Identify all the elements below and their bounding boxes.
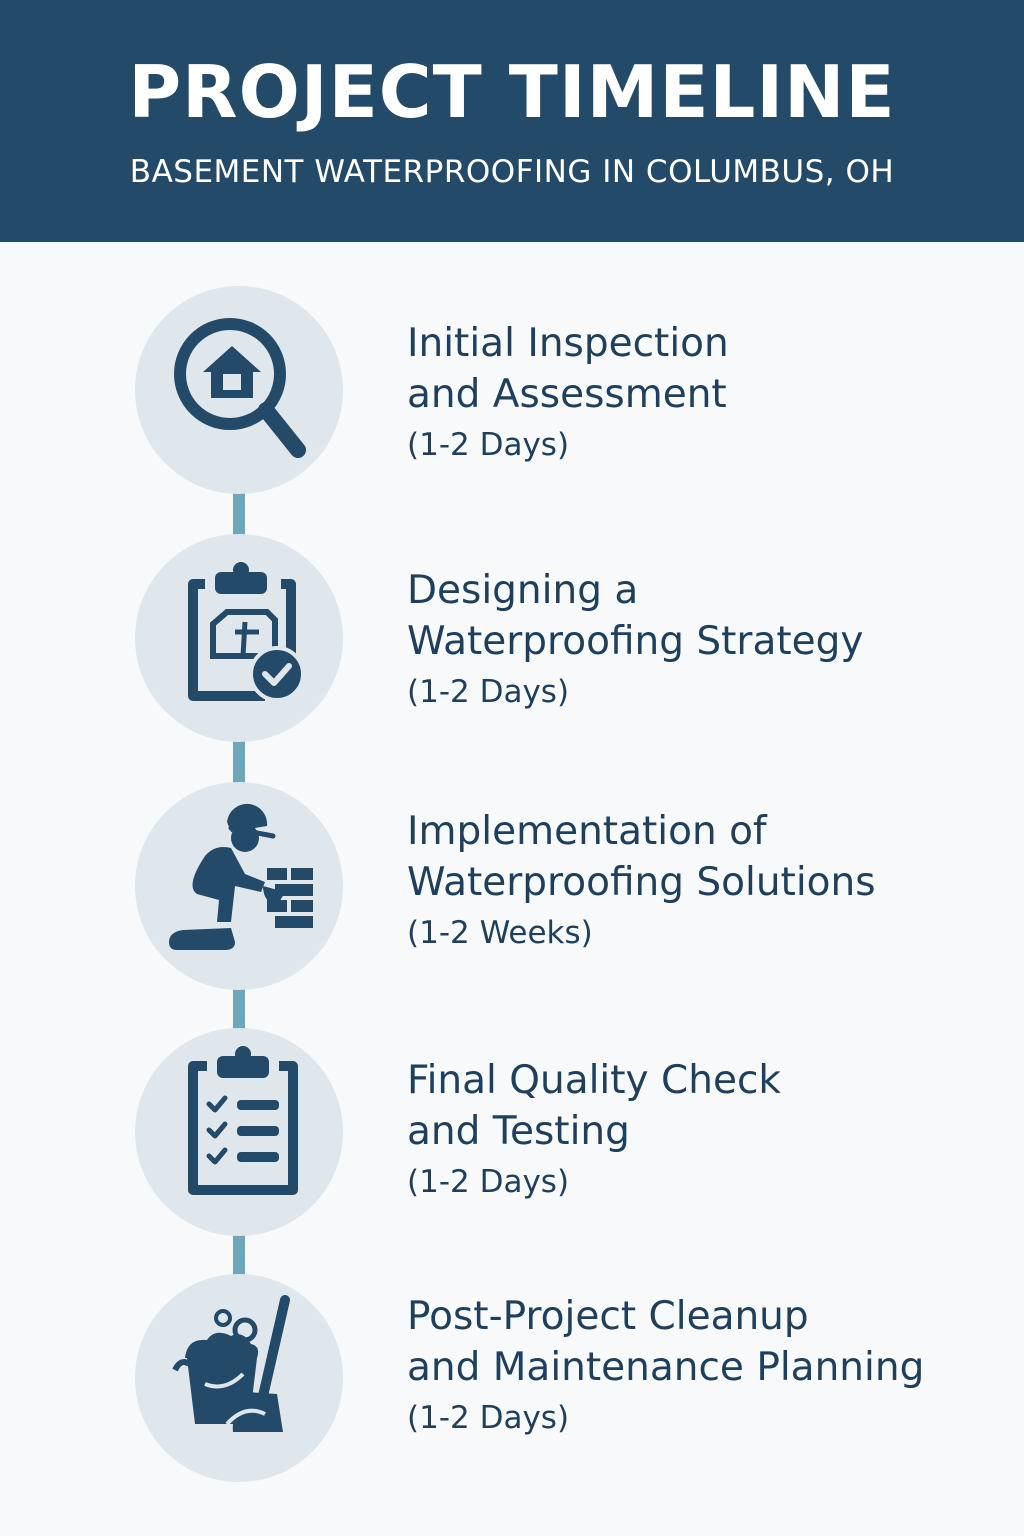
step-title: Initial Inspection and Assessment	[407, 321, 729, 417]
timeline-connector	[233, 986, 245, 1030]
step-title: Implementation of Waterproofing Solution…	[407, 809, 876, 905]
step-1-icon-circle	[135, 286, 343, 494]
step-duration: (1-2 Days)	[407, 427, 570, 463]
step-duration: (1-2 Days)	[407, 1400, 570, 1436]
header-banner: PROJECT TIMELINE BASEMENT WATERPROOFING …	[0, 0, 1024, 242]
step-3-icon-circle	[135, 782, 343, 990]
worker-bricks-icon	[169, 803, 313, 950]
step-2-icon-circle	[135, 534, 343, 742]
clipboard-blueprint-check-icon	[188, 562, 305, 702]
page-subtitle: BASEMENT WATERPROOFING IN COLUMBUS, OH	[129, 154, 895, 190]
step-3: Implementation of Waterproofing Solution…	[407, 806, 1007, 957]
bucket-broom-icon	[172, 1295, 290, 1432]
step-1: Initial Inspection and Assessment (1-2 D…	[407, 318, 1007, 469]
step-5-icon-circle	[135, 1274, 343, 1482]
step-title: Post-Project Cleanup and Maintenance Pla…	[407, 1294, 925, 1390]
step-duration: (1-2 Days)	[407, 674, 570, 710]
step-title: Final Quality Check and Testing	[407, 1058, 782, 1154]
magnifier-house-icon	[174, 318, 306, 458]
step-duration: (1-2 Days)	[407, 1164, 570, 1200]
step-2: Designing a Waterproofing Strategy (1-2 …	[407, 565, 1007, 716]
step-title: Designing a Waterproofing Strategy	[407, 568, 864, 664]
step-4: Final Quality Check and Testing (1-2 Day…	[407, 1055, 1007, 1206]
step-5: Post-Project Cleanup and Maintenance Pla…	[407, 1291, 1007, 1442]
timeline-connector	[233, 492, 245, 538]
step-duration: (1-2 Weeks)	[407, 915, 593, 951]
page-title: PROJECT TIMELINE	[128, 50, 896, 134]
step-4-icon-circle	[135, 1028, 343, 1236]
clipboard-checklist-icon	[188, 1046, 298, 1195]
timeline-connector	[233, 1232, 245, 1278]
timeline-connector	[233, 740, 245, 786]
